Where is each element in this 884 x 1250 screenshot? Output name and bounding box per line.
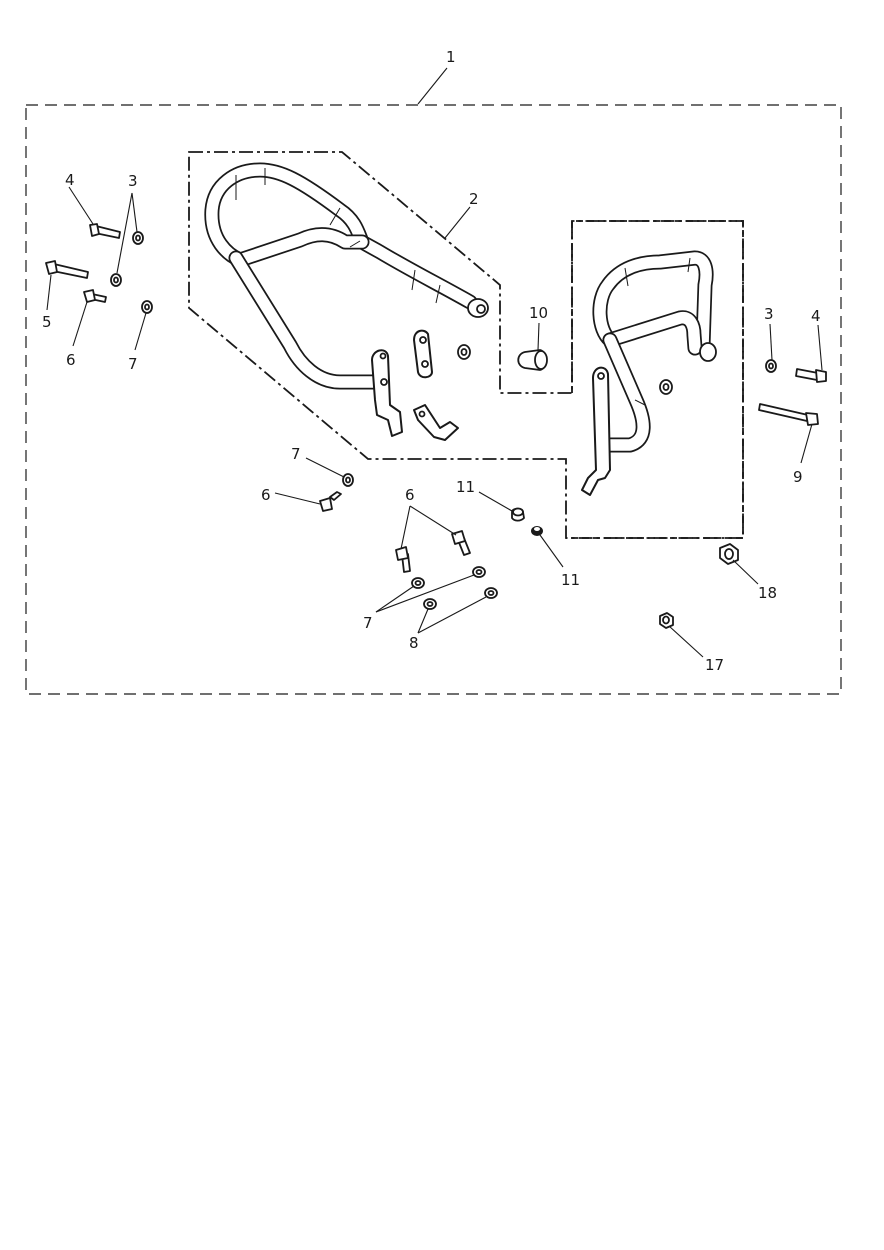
nut-17 xyxy=(659,612,674,629)
callout-5: 5 xyxy=(42,313,52,331)
kit-boundary xyxy=(25,104,842,695)
callout-3-left: 3 xyxy=(128,172,138,190)
callout-6-lower: 6 xyxy=(405,486,415,504)
callout-6-mid: 6 xyxy=(261,486,271,504)
callout-11-lower: 11 xyxy=(561,571,580,589)
mount-bracket-plate xyxy=(413,329,433,379)
bolt-6-lower-a xyxy=(395,546,411,573)
callout-1: 1 xyxy=(446,48,456,66)
callout-9: 9 xyxy=(793,468,803,486)
bolt-6-left xyxy=(83,289,107,303)
callout-2: 2 xyxy=(469,190,479,208)
callout-8: 8 xyxy=(409,634,419,652)
right-crash-bar xyxy=(581,250,717,496)
callout-4-right: 4 xyxy=(811,307,821,325)
callout-6-left: 6 xyxy=(66,351,76,369)
callout-18: 18 xyxy=(758,584,777,602)
callout-4-left: 4 xyxy=(65,171,75,189)
bolt-4-right xyxy=(795,368,827,383)
bolt-9 xyxy=(758,403,819,426)
callout-7-mid: 7 xyxy=(291,445,301,463)
bolt-5 xyxy=(45,260,89,279)
mount-bracket-clip xyxy=(413,404,459,441)
right-guard-boundary xyxy=(566,220,744,539)
callouts: 1 2 3 4 5 6 7 10 3 4 9 7 6 6 11 11 7 8 1… xyxy=(42,48,821,674)
bolt-4-left xyxy=(89,223,121,239)
bolt-6-mid xyxy=(319,491,342,512)
cap-11-b xyxy=(531,526,543,536)
left-crash-bar xyxy=(204,162,489,437)
cap-11-a xyxy=(511,507,525,522)
callout-17: 17 xyxy=(705,656,724,674)
callout-10: 10 xyxy=(529,304,548,322)
nut-18 xyxy=(719,543,739,565)
leader-lines xyxy=(46,67,823,658)
spacer xyxy=(517,349,548,371)
callout-7-left: 7 xyxy=(128,355,138,373)
callout-11-upper: 11 xyxy=(456,478,475,496)
callout-3-right: 3 xyxy=(764,305,774,323)
callout-7-lower: 7 xyxy=(363,614,373,632)
